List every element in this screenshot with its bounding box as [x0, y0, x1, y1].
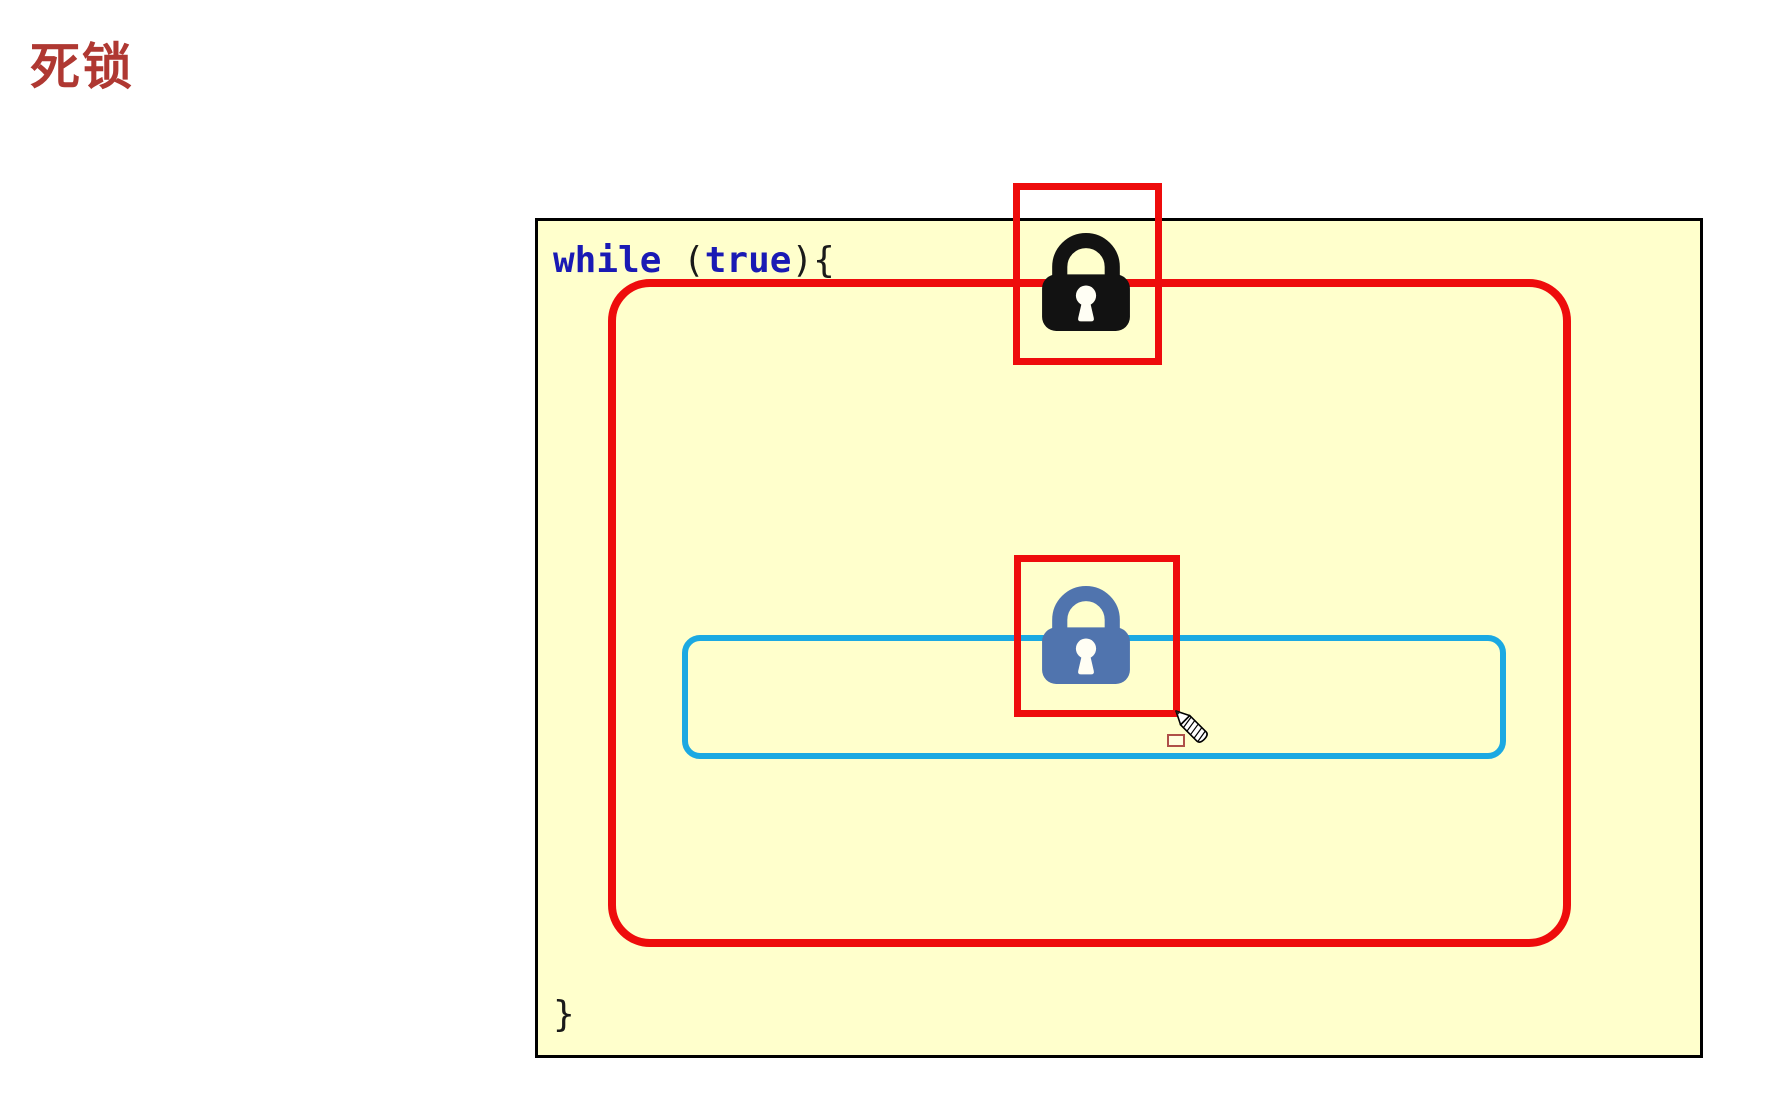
pencil-cursor-icon — [1175, 710, 1208, 743]
code-line-while: while (true){ — [553, 243, 835, 279]
punctuation-close-brace-open: ){ — [791, 240, 835, 281]
punctuation-open-paren: ( — [661, 240, 705, 281]
annotation-middle-lock-red-box — [1014, 555, 1180, 717]
rectangle-tool-icon — [1167, 734, 1185, 747]
page-title: 死锁 — [30, 38, 134, 96]
code-line-closing-brace: } — [553, 994, 575, 1035]
blue-padlock-icon — [1042, 586, 1130, 684]
keyword-while: while — [553, 240, 662, 281]
annotation-top-lock-red-box — [1013, 183, 1162, 365]
black-padlock-icon — [1042, 233, 1130, 331]
keyword-true: true — [704, 240, 792, 281]
